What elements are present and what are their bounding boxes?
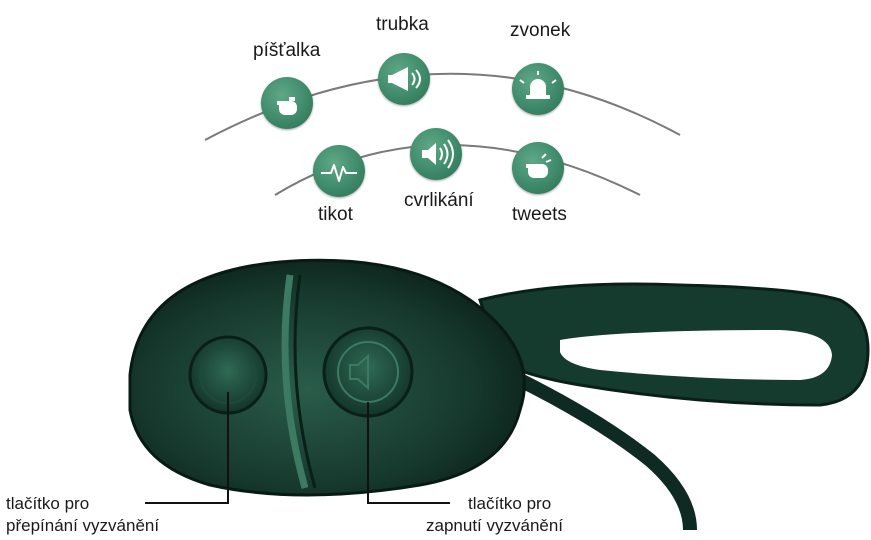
callout-left-line1: tlačítko pro [6, 494, 89, 514]
callout-right-line2: zapnutí vyzvánění [426, 516, 563, 536]
callout-right-line1: tlačítko pro [468, 494, 551, 514]
callout-left-line2: přepínání vyzvánění [6, 516, 159, 536]
